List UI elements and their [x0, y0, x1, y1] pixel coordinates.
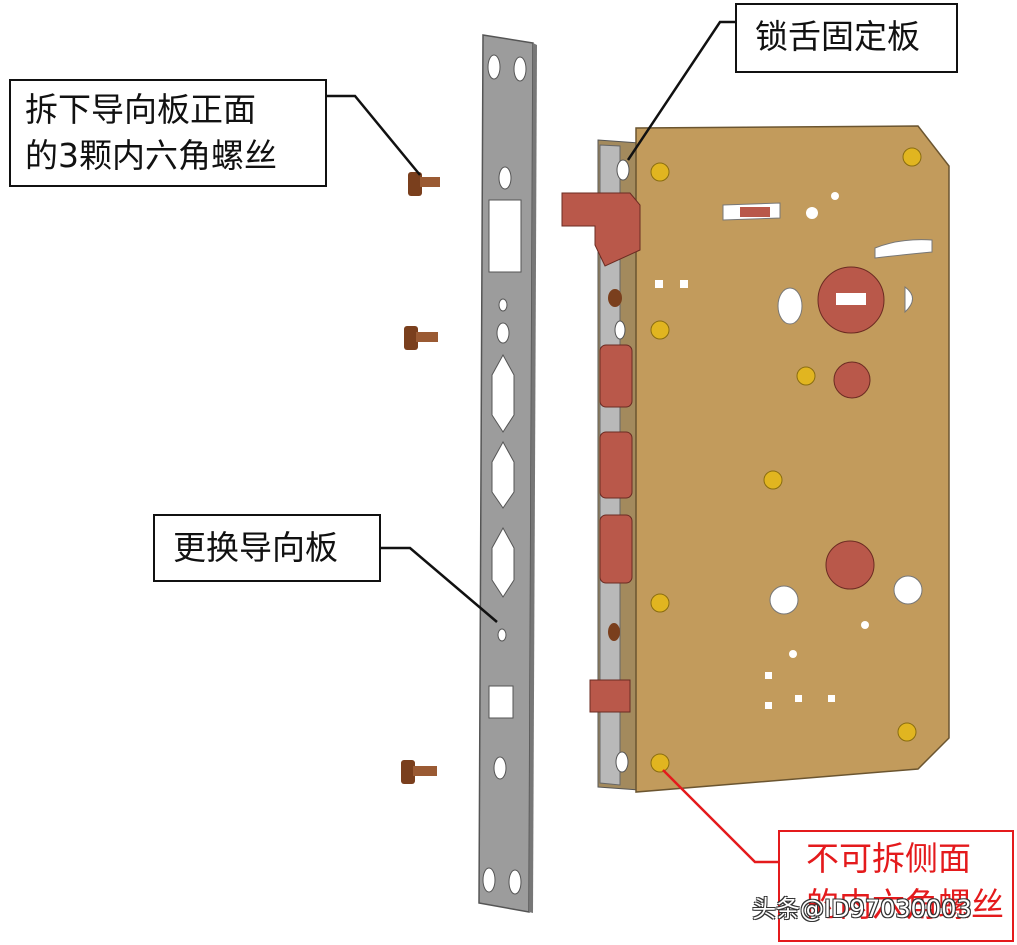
watermark: 头条@ID97030003: [752, 895, 972, 923]
lock-body: [561, 125, 950, 793]
callout-not-removable-line1: 不可拆侧面: [806, 839, 971, 878]
guide-plate: [478, 34, 537, 913]
guide-plate-screws: [401, 172, 440, 784]
callout-replace-guide-plate-text: 更换导向板: [173, 528, 338, 567]
callout-remove-screws-line1: 拆下导向板正面: [25, 90, 256, 129]
screw-icon: [401, 760, 437, 784]
screw-icon: [408, 172, 440, 196]
callout-not-removable-screws: 不可拆侧面 的内六角螺丝: [778, 830, 1014, 942]
callout-remove-screws-line2: 的3颗内六角螺丝: [25, 136, 277, 175]
brass-screw-icon: [650, 147, 922, 773]
callout-not-removable-line2: 的内六角螺丝: [806, 885, 1004, 924]
leader-lines: [327, 20, 778, 864]
callout-remove-screws: 拆下导向板正面 的3颗内六角螺丝: [9, 79, 327, 187]
callout-latch-plate-text: 锁舌固定板: [755, 17, 920, 56]
callout-latch-plate: 锁舌固定板: [735, 3, 958, 73]
callout-replace-guide-plate: 更换导向板: [153, 514, 381, 582]
screw-icon: [404, 326, 438, 350]
